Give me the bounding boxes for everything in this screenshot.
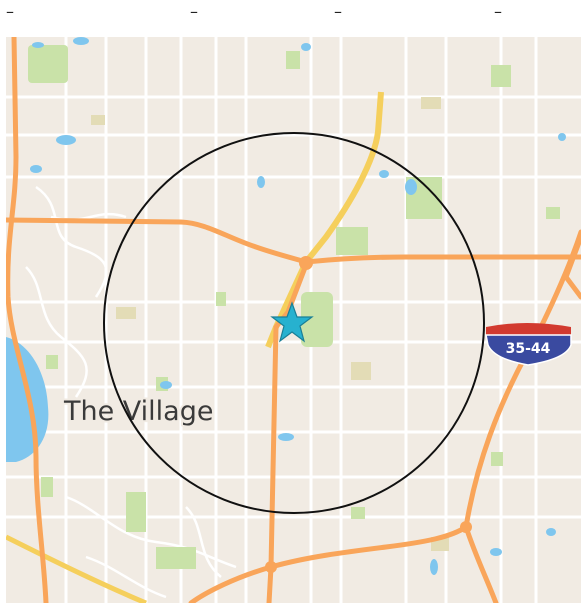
toolbar-marker-2[interactable]: – [190,2,198,21]
junction-marker [265,561,277,573]
star-icon[interactable] [270,301,314,343]
highway-southwest [6,534,147,603]
junction-marker [460,521,472,533]
shield-label: 35-44 [506,341,551,357]
parks [28,45,560,569]
major-roads [6,37,581,603]
interstate-shield-icon: 35-44 [485,323,572,366]
map-canvas[interactable]: The Village 35-44 [6,37,581,603]
toolbar-marker-4[interactable]: – [494,2,502,21]
toolbar-marker-1[interactable]: – [6,2,14,21]
toolbar-marker-3[interactable]: – [334,2,342,21]
highway-diagonal [265,91,384,349]
radius-circle [103,132,485,514]
map-view[interactable]: The Village 35-44 [6,37,581,603]
junction-marker [299,256,313,270]
top-toolbar: – – – – [0,0,582,36]
place-label-the-village: The Village [63,396,213,427]
